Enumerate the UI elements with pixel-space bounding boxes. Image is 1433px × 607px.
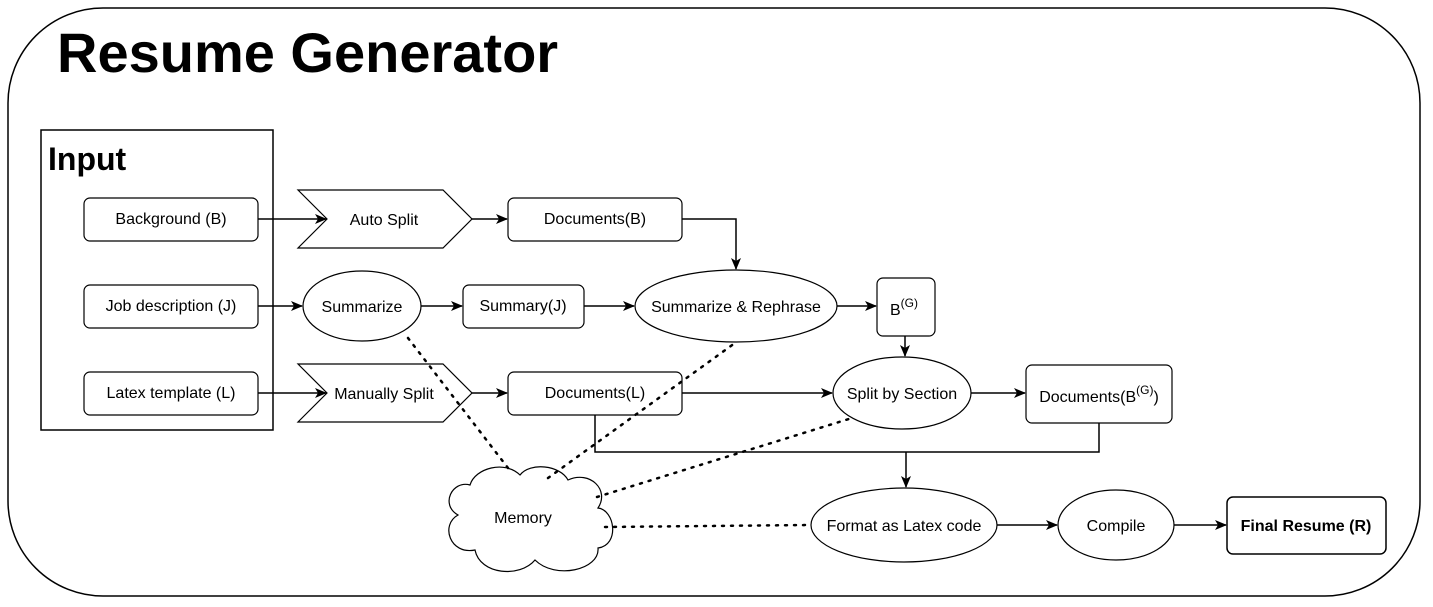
input-job-description: Job description (J) (83, 284, 259, 329)
documents-bg-sup: (G) (1136, 383, 1153, 397)
bg-base-label: B (890, 302, 901, 319)
summarize-rephrase-step: Summarize & Rephrase (634, 269, 838, 343)
input-group-box (40, 129, 274, 431)
memory-link-split-section (595, 416, 854, 499)
memory-link-format-latex (603, 523, 812, 529)
input-background-label: Background (B) (115, 211, 226, 228)
summarize-label: Summarize (322, 299, 403, 316)
documents-bg-node: Documents(B(G)) (1025, 364, 1173, 424)
summarize-step: Summarize (302, 270, 422, 342)
format-latex-label: Format as Latex code (827, 518, 982, 535)
input-job-description-label: Job description (J) (106, 298, 237, 315)
input-latex-template: Latex template (L) (83, 371, 259, 416)
documents-l-label: Documents(L) (545, 385, 645, 402)
documents-l-node: Documents(L) (507, 371, 683, 416)
input-background: Background (B) (83, 197, 259, 242)
arrow-documents-b-to-rephrase (682, 218, 741, 270)
input-latex-template-label: Latex template (L) (107, 385, 236, 402)
documents-bg-suffix: ) (1153, 389, 1158, 406)
bg-node: B(G) (876, 277, 936, 337)
memory-link-rephrase (546, 341, 737, 480)
memory-link-summarize (406, 336, 510, 470)
split-by-section-label: Split by Section (847, 386, 957, 403)
final-resume-node: Final Resume (R) (1226, 496, 1387, 555)
memory-cloud: Memory (448, 466, 614, 573)
compile-step: Compile (1057, 489, 1175, 561)
documents-bg-prefix: Documents(B (1039, 389, 1136, 406)
summary-j-node: Summary(J) (462, 284, 585, 329)
compile-label: Compile (1087, 518, 1146, 535)
final-resume-label: Final Resume (R) (1241, 518, 1372, 535)
svg-text:B(G): B(G) (890, 296, 918, 319)
diagram-title: Resume Generator (57, 21, 558, 84)
format-latex-step: Format as Latex code (810, 487, 998, 563)
summary-j-label: Summary(J) (479, 298, 566, 315)
auto-split-step: Auto Split (296, 189, 473, 249)
memory-label: Memory (494, 510, 552, 527)
split-by-section-step: Split by Section (832, 356, 972, 430)
auto-split-label: Auto Split (350, 212, 419, 229)
bg-sup-label: (G) (901, 296, 918, 310)
summarize-rephrase-label: Summarize & Rephrase (651, 299, 821, 316)
manually-split-step: Manually Split (296, 363, 473, 423)
input-group-label: Input (48, 141, 127, 177)
documents-b-label: Documents(B) (544, 211, 646, 228)
documents-b-node: Documents(B) (507, 197, 683, 242)
connector-documents-to-merge (594, 415, 1100, 453)
manually-split-label: Manually Split (334, 386, 434, 403)
svg-text:Documents(B(G)): Documents(B(G)) (1039, 383, 1159, 406)
